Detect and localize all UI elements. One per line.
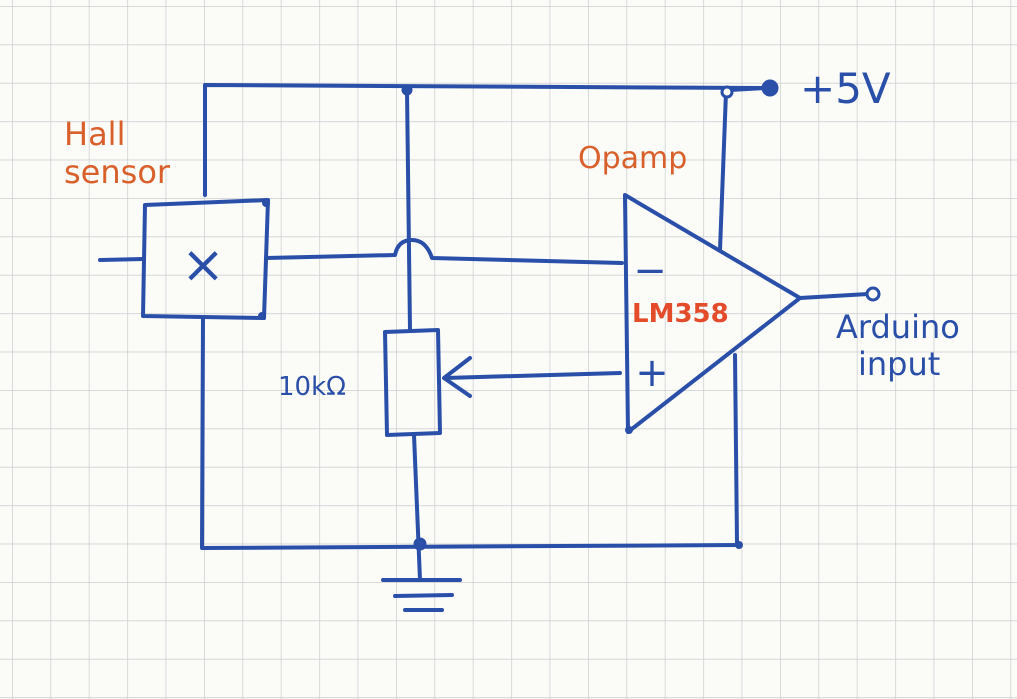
corner-dot-ground-right: [735, 541, 743, 549]
opamp-label: Opamp: [578, 141, 687, 176]
supply-rail-wire: [203, 83, 764, 197]
opamp-triangle: [623, 193, 802, 434]
junction-dot-bottom: [413, 537, 427, 551]
junction-dot-opamp-supply: [720, 85, 734, 99]
hall-sensor-label-line1: Hall: [64, 115, 125, 153]
pot-wiper-arrowhead: [442, 356, 472, 398]
junction-dot-top: [401, 84, 413, 96]
pot-wiper-wire: [443, 371, 622, 380]
pot-top-wire: [405, 88, 412, 332]
pot-bottom-wire: [412, 433, 422, 582]
output-label-line1: Arduino: [836, 308, 960, 346]
ground-symbol: [381, 578, 462, 612]
opamp-supply-wire: [718, 90, 728, 252]
output-terminal: [865, 286, 881, 302]
corner-dot-hall-tr: [262, 199, 270, 207]
potentiometer-body: [383, 328, 442, 437]
hall-left-lead: [98, 257, 145, 262]
opamp-minus-sign: −: [633, 248, 667, 294]
ground-rail-wire: [200, 316, 742, 550]
corner-dot-opamp-bottom: [625, 426, 633, 434]
chip-label: LM358: [632, 299, 729, 329]
opamp-output-wire: [798, 292, 870, 300]
supply-terminal-lead: [728, 86, 767, 92]
supply-terminal: [761, 79, 779, 97]
opamp-ground-wire: [733, 353, 739, 545]
supply-label: +5V: [800, 64, 891, 113]
output-label-line2: input: [858, 345, 940, 383]
corner-dot-hall-br: [258, 312, 266, 320]
resistor-label: 10kΩ: [278, 372, 346, 402]
hall-sensor-label-line2: sensor: [64, 153, 171, 191]
opamp-plus-sign: +: [635, 350, 669, 396]
hall-sensor-symbol: ×: [181, 235, 225, 295]
hall-output-wire: [264, 238, 624, 265]
